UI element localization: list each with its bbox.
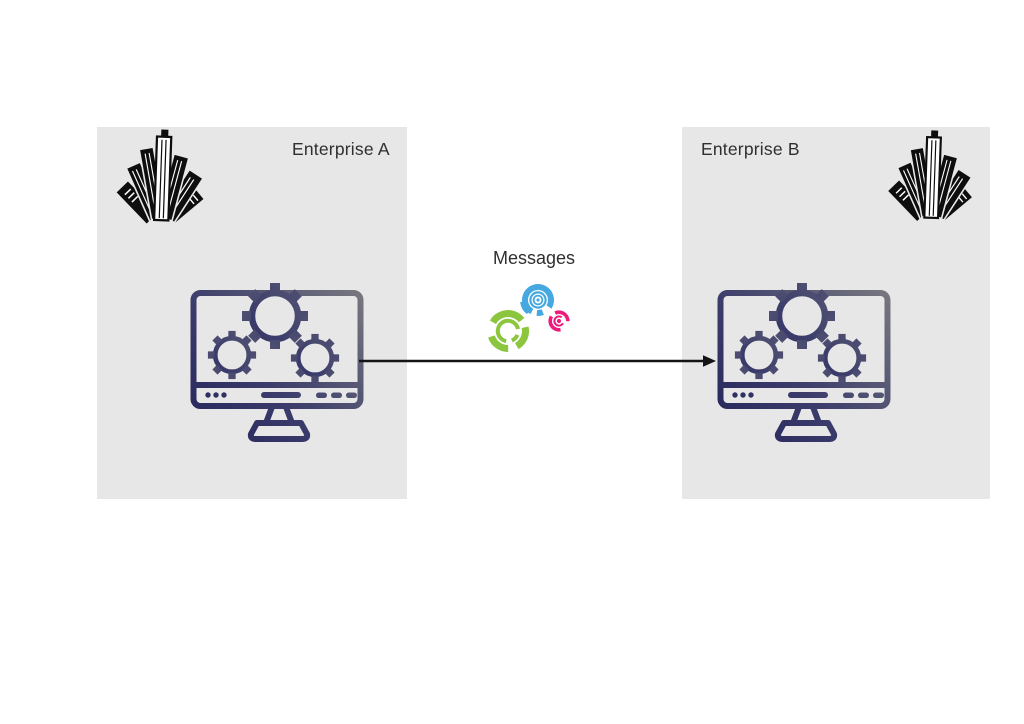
messages-label: Messages [492,248,576,268]
computer-gears-icon [716,277,892,443]
flow-arrow [359,355,716,367]
building-icon [886,129,975,224]
building-icon [114,128,206,226]
message-gears-icon [487,282,570,352]
enterprise-b-label: Enterprise B [701,139,800,159]
green-gear-icon [487,310,529,352]
enterprise-a-label: Enterprise A [292,139,390,159]
pink-gear-icon [548,310,570,332]
computer-gears-icon [189,277,365,443]
